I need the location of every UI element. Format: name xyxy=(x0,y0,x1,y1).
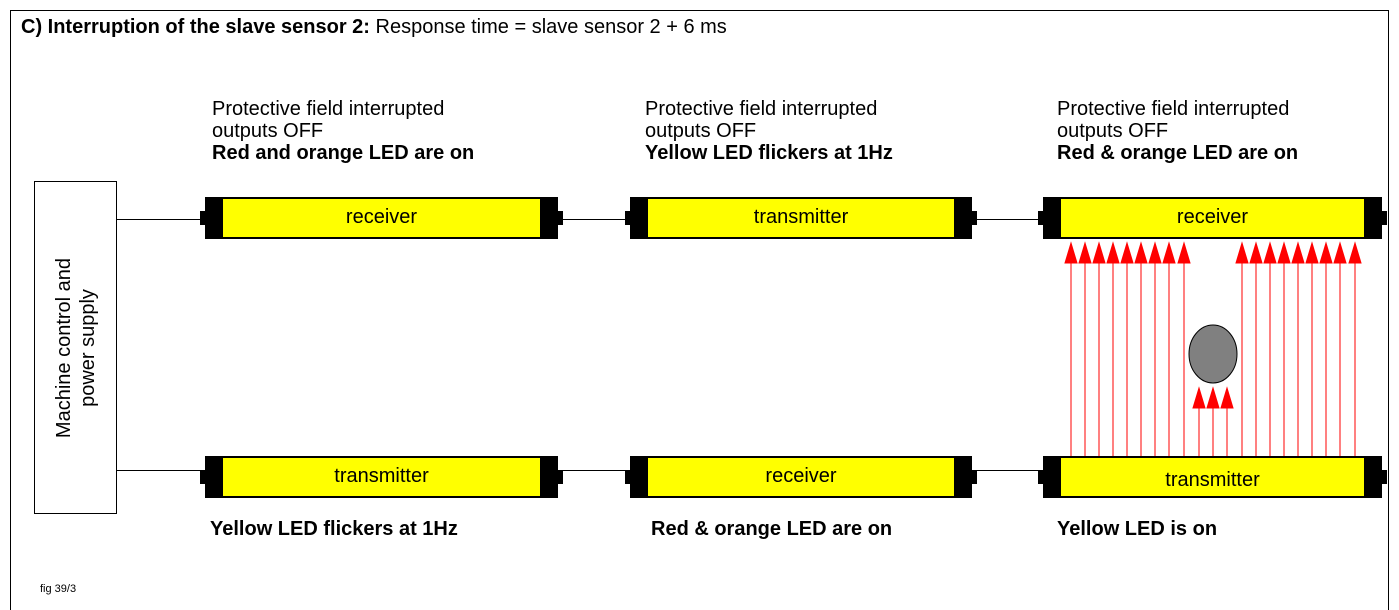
wire-top-machine xyxy=(117,219,205,220)
wire-bottom-2-3 xyxy=(977,470,1043,471)
figure-number: fig 39/3 xyxy=(40,583,77,595)
sensor-top-1: receiver xyxy=(200,197,563,239)
beam-arrowhead xyxy=(1220,386,1234,409)
beam-arrowhead xyxy=(1305,241,1319,264)
end-cap xyxy=(1364,456,1387,498)
sensor-bottom-1: transmitter xyxy=(200,456,563,498)
beam-arrowhead xyxy=(1319,241,1333,264)
beam-arrowhead xyxy=(1263,241,1277,264)
sensor-bottom-3: transmitter xyxy=(1038,456,1387,498)
beam-arrowhead xyxy=(1277,241,1291,264)
title-prefix: C) Interruption of the slave sensor 2: xyxy=(21,16,370,38)
beam-arrowhead xyxy=(1333,241,1347,264)
wire-bottom-machine xyxy=(117,470,205,471)
sensor-top-3-label: receiver xyxy=(1176,206,1249,228)
sensor-bottom-2-label: receiver xyxy=(765,465,837,487)
bottom-1-led-status: Yellow LED flickers at 1Hz xyxy=(210,518,458,540)
end-cap xyxy=(625,456,648,498)
top-2-led-status: Yellow LED flickers at 1Hz xyxy=(645,142,893,164)
figure-frame xyxy=(10,10,1389,610)
title-suffix: Response time = slave sensor 2 + 6 ms xyxy=(369,16,727,38)
end-cap xyxy=(1038,197,1061,239)
beam-arrowhead xyxy=(1078,241,1092,264)
top-description-3: Protective field interrupted outputs OFF… xyxy=(1057,98,1298,164)
end-cap xyxy=(200,197,223,239)
end-cap xyxy=(625,197,648,239)
beam-arrowhead xyxy=(1206,386,1220,409)
top-2-line1: Protective field interrupted xyxy=(645,98,878,120)
top-1-line2: outputs OFF xyxy=(212,120,324,142)
end-cap xyxy=(1364,197,1387,239)
bottom-description-1: Yellow LED flickers at 1Hz xyxy=(210,518,458,540)
beam-arrowhead xyxy=(1092,241,1106,264)
beam-arrowhead xyxy=(1192,386,1206,409)
top-3-line1: Protective field interrupted xyxy=(1057,98,1290,120)
sensor-bottom-2: receiver xyxy=(625,456,977,498)
end-cap xyxy=(200,456,223,498)
beam-arrowhead xyxy=(1134,241,1148,264)
machine-control-box: Machine control and power supply xyxy=(34,181,117,514)
obstacle xyxy=(1188,324,1238,384)
bottom-3-led-status: Yellow LED is on xyxy=(1057,518,1218,540)
end-cap xyxy=(1038,456,1061,498)
sensor-top-1-label: receiver xyxy=(345,206,418,228)
bottom-description-2: Red & orange LED are on xyxy=(651,518,892,540)
wire-top-2-3 xyxy=(977,219,1043,220)
beam-arrowhead xyxy=(1106,241,1120,264)
figure-title: C) Interruption of the slave sensor 2: R… xyxy=(21,16,727,39)
end-cap xyxy=(954,197,977,239)
wire-top-1-2 xyxy=(563,219,630,220)
bottom-2-led-status: Red & orange LED are on xyxy=(651,518,893,540)
beam-arrowhead xyxy=(1249,241,1263,264)
wire-bottom-1-2 xyxy=(563,470,630,471)
sensor-top-2-label: transmitter xyxy=(753,206,849,228)
top-description-2: Protective field interrupted outputs OFF… xyxy=(645,98,893,164)
sensor-top-2: transmitter xyxy=(625,197,977,239)
bottom-description-3: Yellow LED is on xyxy=(1057,518,1217,540)
end-cap xyxy=(540,456,563,498)
beam-arrowhead xyxy=(1162,241,1176,264)
end-cap xyxy=(540,197,563,239)
beam-arrowhead xyxy=(1120,241,1134,264)
top-1-led-status: Red and orange LED are on xyxy=(212,142,475,164)
top-description-1: Protective field interrupted outputs OFF… xyxy=(212,98,474,164)
beam-arrowhead xyxy=(1291,241,1305,264)
top-1-line1: Protective field interrupted xyxy=(212,98,445,120)
end-cap xyxy=(954,456,977,498)
sensor-top-3: receiver xyxy=(1038,197,1387,239)
beam-arrowhead xyxy=(1348,241,1362,264)
beam-arrowhead xyxy=(1177,241,1191,264)
beam-arrowhead xyxy=(1235,241,1249,264)
top-2-line2: outputs OFF xyxy=(645,120,757,142)
sensor-bottom-1-label: transmitter xyxy=(334,465,429,487)
top-3-led-status: Red & orange LED are on xyxy=(1057,142,1299,164)
top-3-line2: outputs OFF xyxy=(1057,120,1169,142)
beam-arrowhead xyxy=(1064,241,1078,264)
sensor-bottom-3-label: transmitter xyxy=(1165,469,1260,491)
beam-arrowhead xyxy=(1148,241,1162,264)
